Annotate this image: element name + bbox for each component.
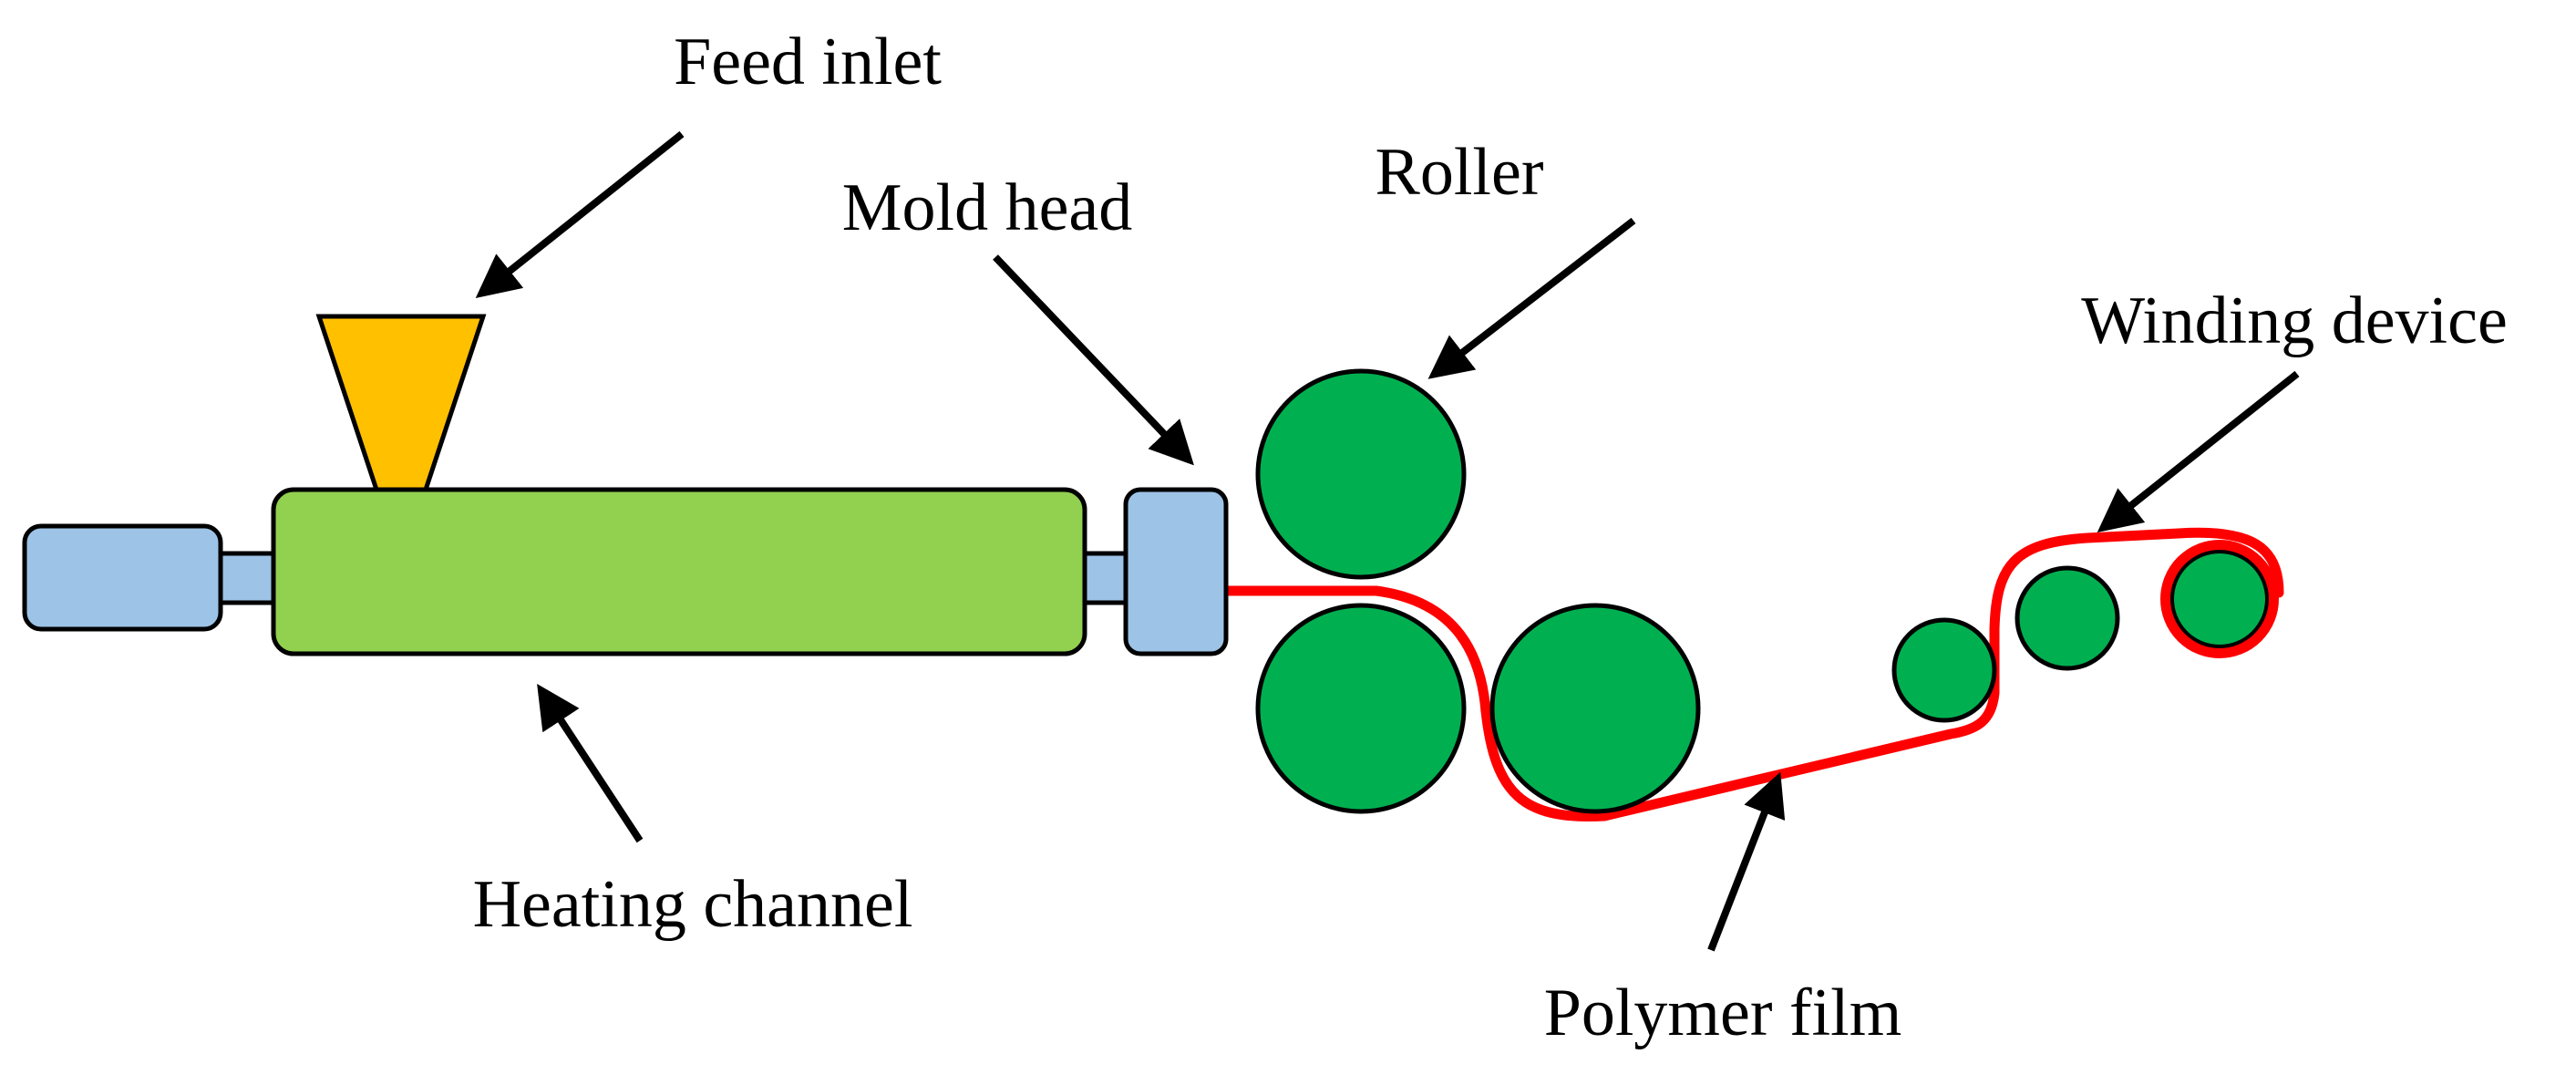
mold-head-label: Mold head <box>842 170 1133 245</box>
feed-inlet-arrow <box>475 130 685 298</box>
heating-channel-arrow <box>537 683 644 843</box>
mold-head-block <box>1123 487 1229 656</box>
roller-arrow <box>1427 217 1636 379</box>
roller-top <box>1255 368 1467 580</box>
roller-bottom <box>1255 603 1467 814</box>
mold-head-connector <box>1082 551 1128 605</box>
feed-inlet-label: Feed inlet <box>674 25 942 99</box>
heating-channel-barrel <box>271 487 1087 656</box>
guide-roller-2 <box>2014 565 2120 671</box>
winding-device-roll <box>2160 540 2279 658</box>
winding-device-label: Winding device <box>2081 284 2508 358</box>
winding-device-arrow <box>2097 370 2300 532</box>
polymer-film-path <box>1216 527 2284 822</box>
winding-device-core-outline <box>2170 550 2269 648</box>
polymer-film-arrow <box>1707 771 1786 952</box>
roller-label: Roller <box>1376 135 1544 210</box>
feed-inlet-hopper <box>315 314 487 492</box>
guide-roller-1 <box>1891 617 1997 723</box>
polymer-film-label: Polymer film <box>1544 976 1902 1050</box>
heating-channel-label: Heating channel <box>473 867 913 942</box>
motor-coupling <box>218 551 276 605</box>
roller-third <box>1489 603 1701 814</box>
motor-block <box>22 523 223 632</box>
mold-head-arrow <box>993 254 1194 466</box>
